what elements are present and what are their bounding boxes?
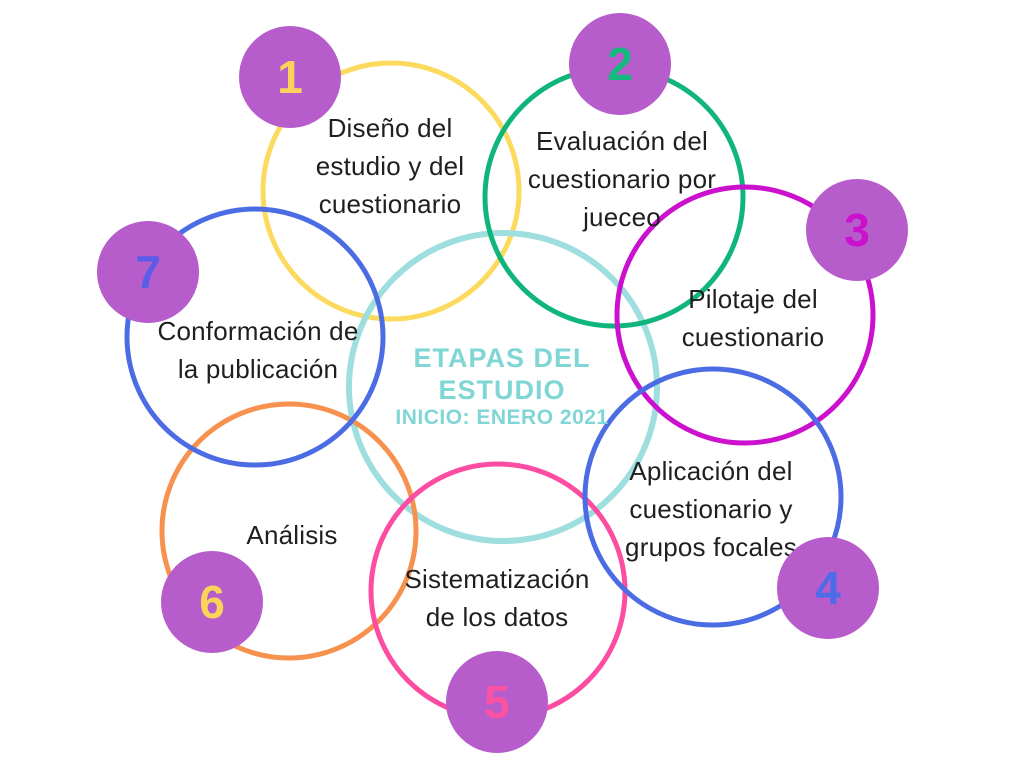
diagram-subtitle: INICIO: ENERO 2021 — [395, 406, 609, 429]
stage-badge-5: 5 — [446, 651, 548, 753]
stage-number-4: 4 — [815, 562, 841, 614]
stage-ring-6 — [159, 401, 419, 661]
stage-number-3: 3 — [844, 204, 870, 256]
center-ring — [346, 230, 660, 544]
stage-ring-4 — [582, 366, 844, 628]
stage-number-5: 5 — [484, 676, 510, 728]
stage-badge-3: 3 — [806, 179, 908, 281]
stage-label-7: Conformación de la publicación — [157, 316, 359, 384]
stage-badge-2: 2 — [569, 13, 671, 115]
stage-number-7: 7 — [135, 246, 161, 298]
stage-badge-7: 7 — [97, 221, 199, 323]
stage-ring-7 — [124, 206, 386, 468]
diagram-title: ETAPAS DEL ESTUDIO — [413, 343, 591, 405]
stage-label-1: Diseño del estudio y del cuestionario — [315, 113, 465, 219]
stage-number-6: 6 — [199, 576, 225, 628]
stage-ring-3 — [614, 184, 876, 446]
stage-label-5: Sistematización de los datos — [404, 564, 590, 632]
stage-badge-6: 6 — [161, 551, 263, 653]
stage-number-1: 1 — [277, 51, 303, 103]
stage-label-6: Análisis — [246, 520, 338, 550]
stage-label-2: Evaluación del cuestionario por jueceo — [527, 126, 717, 232]
stage-label-3: Pilotaje del cuestionario — [681, 284, 825, 352]
stage-number-2: 2 — [607, 38, 633, 90]
stage-badge-1: 1 — [239, 26, 341, 128]
stage-badge-4: 4 — [777, 537, 879, 639]
stage-ring-1 — [260, 60, 522, 322]
stage-label-4: Aplicación del cuestionario y grupos foc… — [625, 456, 797, 562]
